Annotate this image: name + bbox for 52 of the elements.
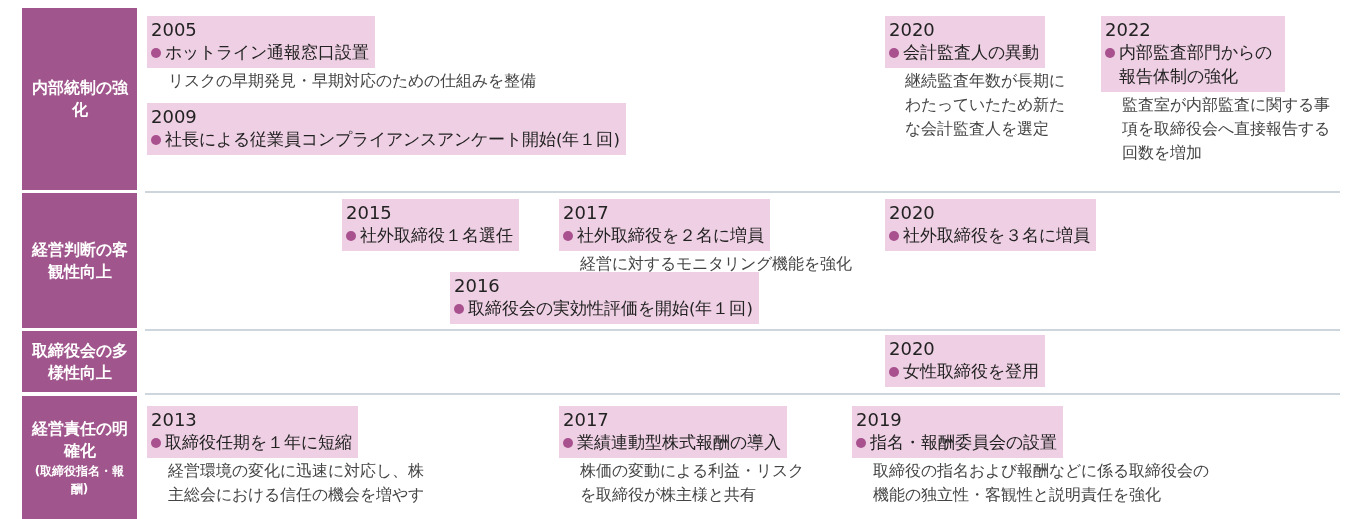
event-title: 女性取締役を登用 xyxy=(903,361,1039,383)
event-title: 業績連動型株式報酬の導入 xyxy=(577,432,781,454)
event-title: 内部監査部門からの報告体制の強化 xyxy=(1119,42,1273,88)
year-label: 2020 xyxy=(889,18,935,41)
year-label: 2009 xyxy=(151,105,197,128)
description-text: 継続監査年数が長期にわたっていたため新たな会計監査人を選定 xyxy=(905,70,1066,140)
row-header xyxy=(22,331,137,392)
year-label: 2005 xyxy=(151,18,197,41)
row-subheading: (取締役指名・報酬) xyxy=(33,462,126,498)
event-title: 社長による従業員コンプライアンスアンケート開始(年１回) xyxy=(165,129,620,151)
description-text: 株価の変動による利益・リスクを取締役が株主様と共有 xyxy=(580,460,805,506)
event-title: 社外取締役を３名に増員 xyxy=(903,225,1090,247)
event-box xyxy=(147,16,375,68)
description-text: 経営に対するモニタリング機能を強化 xyxy=(580,253,853,275)
year-label: 2020 xyxy=(889,201,935,224)
row-heading: 内部統制の強化 xyxy=(30,77,129,121)
event-title: 取締役会の実効性評価を開始(年１回) xyxy=(468,298,753,320)
row-heading: 取締役会の多様性向上 xyxy=(30,339,129,384)
row-header xyxy=(22,193,137,328)
row-header xyxy=(22,396,137,519)
row-heading: 経営判断の客観性向上 xyxy=(30,238,129,283)
year-label: 2022 xyxy=(1105,18,1151,41)
year-label: 2015 xyxy=(346,201,392,224)
year-label: 2013 xyxy=(151,408,197,431)
description-text: 監査室が内部監査に関する事項を取締役会へ直接報告する回数を増加 xyxy=(1122,94,1331,164)
event-box xyxy=(885,16,1045,68)
year-label: 2020 xyxy=(889,337,935,360)
event-box xyxy=(559,406,787,458)
event-title: 指名・報酬委員会の設置 xyxy=(870,432,1057,454)
event-box xyxy=(559,199,770,251)
event-box xyxy=(885,335,1045,387)
event-title: 取締役任期を１年に短縮 xyxy=(165,432,352,454)
event-title: ホットライン通報窓口設置 xyxy=(165,42,369,64)
year-label: 2017 xyxy=(563,408,609,431)
event-box xyxy=(450,272,759,324)
event-box xyxy=(852,406,1063,458)
event-box xyxy=(1101,16,1285,92)
event-title: 会計監査人の異動 xyxy=(903,42,1039,64)
event-box xyxy=(147,406,358,458)
event-box xyxy=(885,199,1096,251)
row-header xyxy=(22,8,137,190)
year-label: 2017 xyxy=(563,201,609,224)
description-text: リスクの早期発見・早期対応のための仕組みを整備 xyxy=(168,70,537,92)
event-box xyxy=(147,103,626,155)
event-title: 社外取締役１名選任 xyxy=(360,225,513,247)
description-text: 経営環境の変化に迅速に対応し、株主総会における信任の機会を増やす xyxy=(168,460,425,506)
event-title: 社外取締役を２名に増員 xyxy=(577,225,764,247)
description-text: 取締役の指名および報酬などに係る取締役会の機能の独立性・客観性と説明責任を強化 xyxy=(873,460,1210,506)
row-heading: 経営責任の明確化 xyxy=(30,417,129,462)
year-label: 2016 xyxy=(454,274,500,297)
year-label: 2019 xyxy=(856,408,902,431)
event-box xyxy=(342,199,519,251)
